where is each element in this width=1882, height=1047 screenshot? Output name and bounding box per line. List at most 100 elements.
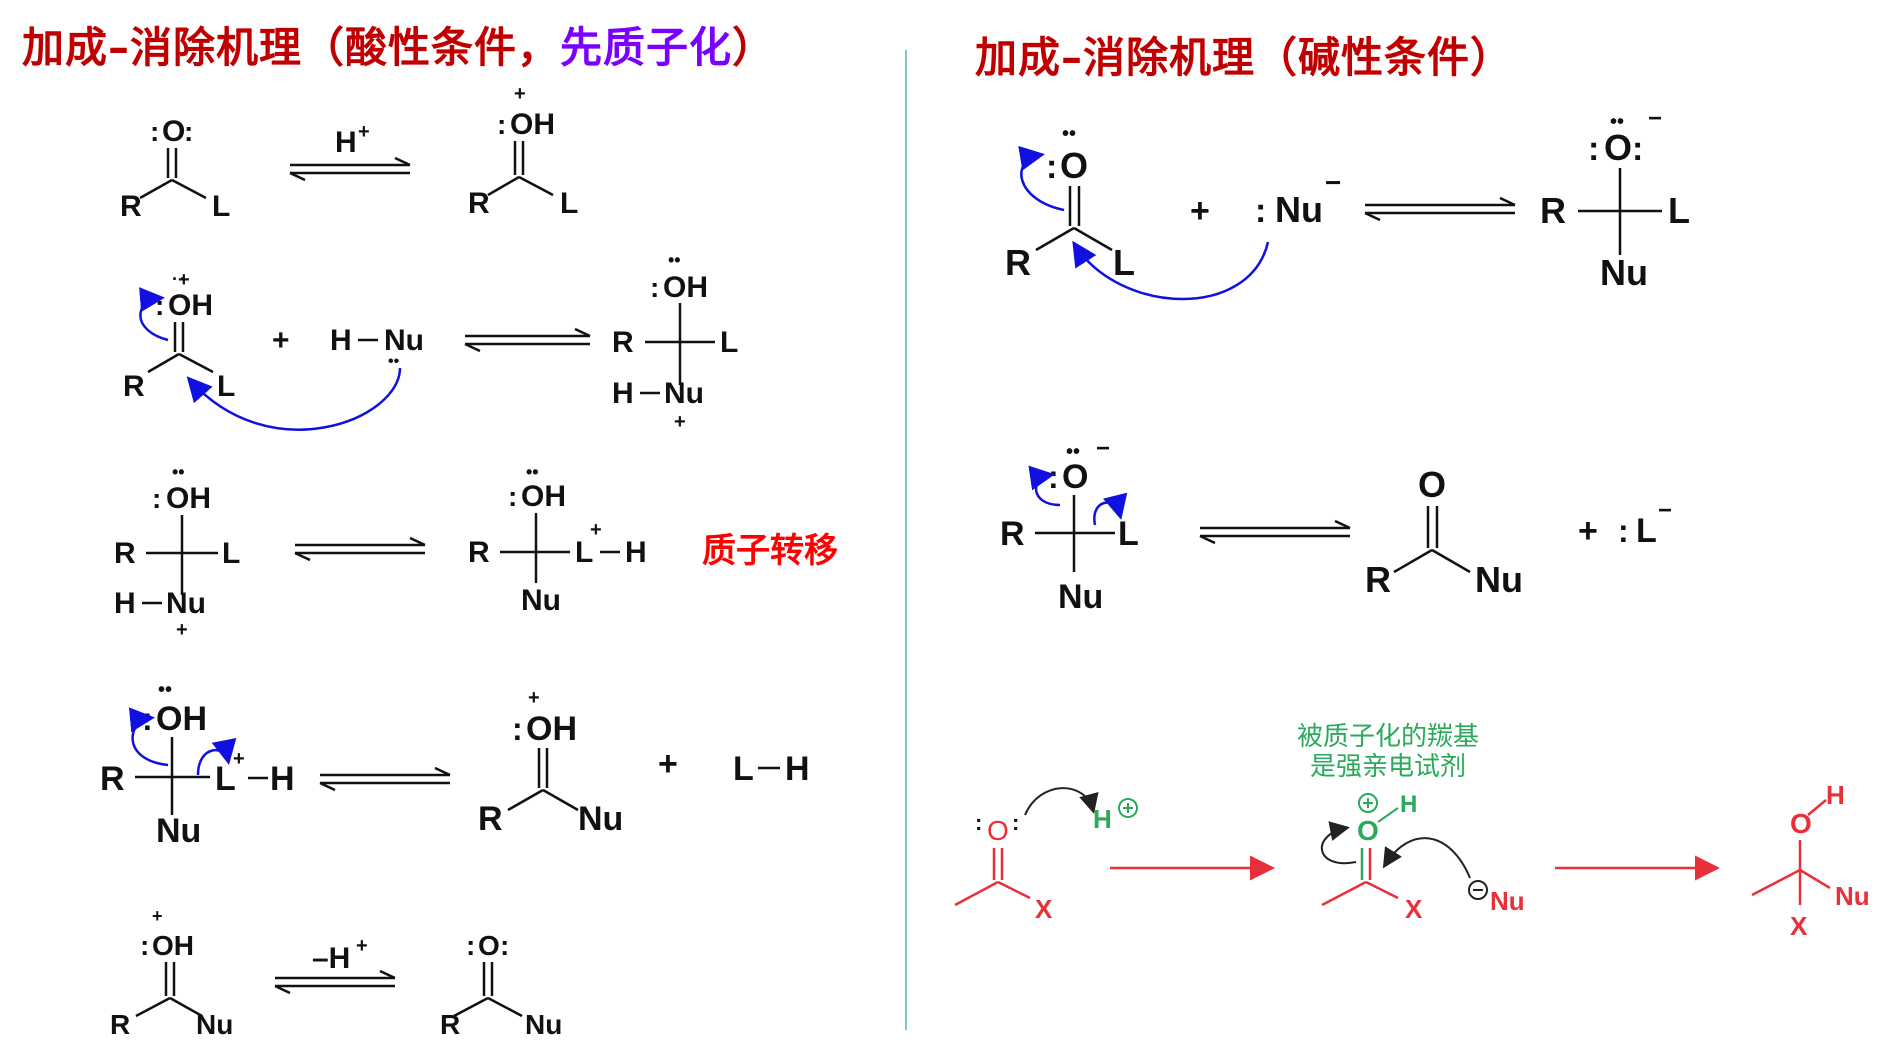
svg-text:H: H xyxy=(612,377,634,410)
reagent-h: H xyxy=(335,126,357,159)
svg-text:L: L xyxy=(733,750,754,788)
svg-text:R: R xyxy=(440,1009,460,1040)
red-scheme-ketone: O : : X H xyxy=(954,787,1138,924)
svg-text::: : xyxy=(1048,459,1059,495)
svg-text:+: + xyxy=(590,519,602,541)
svg-text:–H: –H xyxy=(312,942,350,975)
svg-text:L: L xyxy=(217,370,235,403)
svg-text:Nu: Nu xyxy=(1490,886,1525,916)
acid-step2-nucleophile: H Nu •• xyxy=(186,324,424,431)
svg-text:R: R xyxy=(1005,242,1031,283)
svg-text:O: O xyxy=(1062,458,1088,496)
svg-text:.: . xyxy=(180,264,185,284)
svg-text:Nu: Nu xyxy=(156,812,201,850)
atom-o: O xyxy=(162,115,185,148)
svg-text:R: R xyxy=(1365,559,1391,600)
svg-text::: : xyxy=(140,930,149,961)
svg-text:Nu: Nu xyxy=(1275,189,1323,230)
svg-text::: : xyxy=(500,930,509,961)
svg-text::: : xyxy=(975,810,982,835)
left-title: 加成–消除机理（酸性条件，先质子化） xyxy=(22,14,775,75)
svg-text:R: R xyxy=(110,1009,130,1040)
svg-text:OH: OH xyxy=(166,482,211,515)
svg-text:R: R xyxy=(468,187,490,220)
svg-text::: : xyxy=(1618,513,1629,549)
svg-text::: : xyxy=(650,272,659,303)
atom-l: L xyxy=(212,190,230,223)
svg-text::: : xyxy=(1632,130,1643,168)
svg-text:+: + xyxy=(658,745,678,783)
svg-text::: : xyxy=(184,116,193,147)
panel-divider xyxy=(905,50,907,1030)
svg-text:O: O xyxy=(478,930,500,961)
leaving-group-anion: + : L − xyxy=(1578,497,1672,550)
svg-text:−: − xyxy=(1658,497,1672,524)
svg-text:L: L xyxy=(1668,190,1690,231)
base-step2-arrow xyxy=(1199,519,1351,545)
svg-text::: : xyxy=(1012,810,1019,835)
svg-text:+: + xyxy=(178,269,190,291)
svg-text:H: H xyxy=(114,587,136,620)
svg-text:+: + xyxy=(528,687,540,709)
acid-step4-arrow xyxy=(319,766,451,792)
svg-text:O: O xyxy=(1604,127,1632,168)
svg-text:X: X xyxy=(1035,894,1053,924)
svg-text:H: H xyxy=(1826,780,1845,810)
svg-text:Nu: Nu xyxy=(196,1009,233,1040)
svg-text:Nu: Nu xyxy=(1475,559,1523,600)
proton-transfer-label: 质子转移 xyxy=(702,531,838,571)
svg-text:OH: OH xyxy=(663,271,708,304)
svg-text::: : xyxy=(497,109,506,140)
svg-text:+: + xyxy=(233,748,245,770)
svg-text:H: H xyxy=(625,536,647,569)
svg-text:Nu: Nu xyxy=(578,800,623,838)
svg-text:+: + xyxy=(356,935,368,957)
svg-text:Nu: Nu xyxy=(1600,252,1648,293)
svg-text:L: L xyxy=(1113,242,1135,283)
svg-text:+: + xyxy=(176,619,188,641)
red-scheme-oxonium: O H X Nu xyxy=(1320,791,1525,924)
atom-r: R xyxy=(120,190,142,223)
left-title-close: ） xyxy=(732,23,776,72)
svg-text:+: + xyxy=(152,906,163,926)
acid-step5-reactant: + : OH R Nu xyxy=(110,906,233,1040)
acid-step1-arrow: H + xyxy=(289,121,411,182)
svg-text:R: R xyxy=(100,760,125,798)
svg-text:R: R xyxy=(468,536,490,569)
svg-text::: : xyxy=(512,711,523,747)
svg-text:L: L xyxy=(1636,512,1657,550)
acid-step3-product: •• : OH R L + H Nu xyxy=(468,462,647,617)
acid-step4-product: + : OH R Nu xyxy=(478,687,623,838)
svg-text::: : xyxy=(152,483,161,514)
svg-text:H: H xyxy=(270,760,295,798)
svg-text:O: O xyxy=(1418,464,1446,505)
right-title: 加成–消除机理（碱性条件） xyxy=(975,33,1514,82)
svg-text:O: O xyxy=(1357,815,1379,846)
base-step1-arrow xyxy=(1364,196,1516,222)
svg-text::: : xyxy=(508,481,517,512)
svg-text:L: L xyxy=(222,537,240,570)
svg-text:+: + xyxy=(1190,192,1210,230)
svg-text:H: H xyxy=(785,750,810,788)
svg-text:Nu: Nu xyxy=(1835,881,1870,911)
acid-step3-reactant: •• : OH R L H Nu + xyxy=(114,462,240,641)
acid-step2-reactant: + . . : OH R L xyxy=(123,264,235,403)
svg-text:••: •• xyxy=(1610,111,1624,133)
svg-text::: : xyxy=(150,116,159,147)
svg-text:R: R xyxy=(1000,515,1025,553)
left-title-highlight: 先质子化 xyxy=(560,23,733,72)
acid-step2-arrow xyxy=(464,327,591,353)
svg-text:R: R xyxy=(1540,190,1566,231)
svg-text:L: L xyxy=(575,536,593,569)
svg-text:R: R xyxy=(114,537,136,570)
svg-text:••: •• xyxy=(388,353,400,370)
svg-text:••: •• xyxy=(158,679,172,701)
svg-text:OH: OH xyxy=(521,480,566,513)
acid-step5-arrow: –H + xyxy=(274,935,396,995)
svg-text:L: L xyxy=(560,187,578,220)
svg-text:R: R xyxy=(123,370,145,403)
acid-step1-product: + : OH R L xyxy=(468,83,578,220)
svg-text:X: X xyxy=(1405,894,1423,924)
svg-text:Nu: Nu xyxy=(384,324,424,357)
svg-text:H: H xyxy=(1093,804,1112,834)
